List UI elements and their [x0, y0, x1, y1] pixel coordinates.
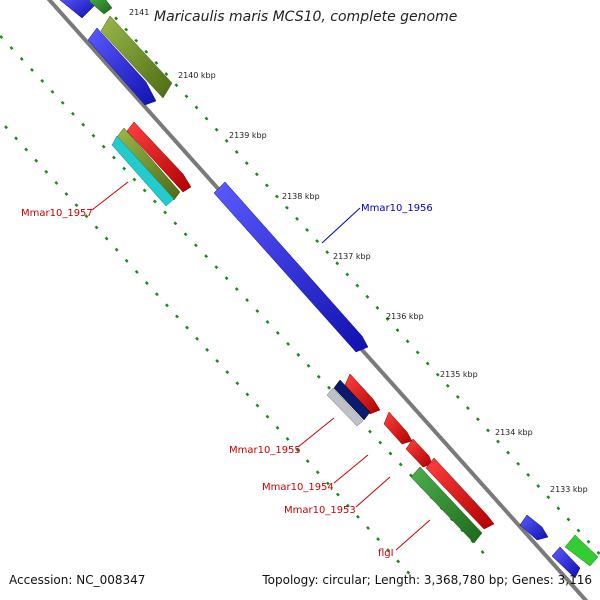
tick-label: 2135 kbp [440, 370, 478, 379]
gene-red-flgi[interactable] [425, 457, 495, 530]
leader-mmar10-1957 [91, 181, 129, 211]
gene-red-mmar10-1954[interactable] [383, 411, 413, 445]
gene-blue-lower-right[interactable] [519, 514, 549, 541]
gene-red-mmar10-1955[interactable] [344, 373, 381, 415]
leader-mmar10-1956 [321, 207, 361, 244]
tick-label: 2137 kbp [333, 252, 371, 261]
gene-blue-bottom-right[interactable] [551, 546, 581, 579]
leader-mmar10-1953 [355, 476, 391, 508]
gene-lightgreen-lower-right[interactable] [564, 534, 599, 567]
leader-mmar10-1955 [297, 417, 335, 448]
inner-dotted-track [0, 33, 491, 561]
gene-label-mmar10-1957[interactable]: Mmar10_1957 [21, 208, 93, 219]
tick-label: 2139 kbp [229, 131, 267, 140]
gene-navy-mmar10-1955[interactable] [333, 379, 371, 421]
accession-text: Accession: NC_008347 [9, 573, 146, 587]
gene-olive-mmar10-1957[interactable] [116, 127, 181, 201]
gene-blue-upper[interactable] [87, 27, 157, 106]
gene-label-mmar10-1954[interactable]: Mmar10_1954 [262, 482, 334, 493]
gene-red-mmar10-1957[interactable] [126, 121, 192, 193]
gene-label-mmar10-1953[interactable]: Mmar10_1953 [284, 505, 356, 516]
tick-label: 2134 kbp [495, 428, 533, 437]
gene-label-mmar10-1956[interactable]: Mmar10_1956 [361, 203, 433, 214]
genome-title: Maricaulis maris MCS10, complete genome [154, 9, 458, 25]
gene-label-flgi[interactable]: flgI [378, 548, 394, 559]
gene-label-mmar10-1955[interactable]: Mmar10_1955 [229, 445, 301, 456]
tick-label: 2141 [129, 8, 149, 17]
tick-label: 2133 kbp [550, 485, 588, 494]
topology-text: Topology: circular; Length: 3,368,780 bp… [262, 573, 592, 587]
leader-mmar10-1954 [333, 454, 369, 484]
tick-label: 2138 kbp [282, 192, 320, 201]
gene-green-top[interactable] [88, 0, 113, 15]
gene-blue-top-left[interactable] [59, 0, 96, 19]
gene-grey-mmar10-1955[interactable] [326, 387, 364, 427]
gene-blue-mmar10-1956[interactable] [213, 181, 369, 353]
gene-cyan-mmar10-1957[interactable] [111, 135, 175, 207]
gene-red-mmar10-1953[interactable] [405, 438, 433, 468]
gene-green-flgi[interactable] [410, 466, 483, 544]
tick-label: 2136 kbp [386, 312, 424, 321]
gene-olive-upper[interactable] [100, 15, 173, 99]
tick-label: 2140 kbp [178, 71, 216, 80]
leader-flgi [395, 519, 431, 551]
